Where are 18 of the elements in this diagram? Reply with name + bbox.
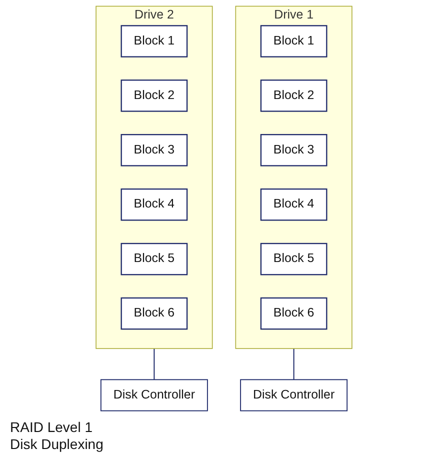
node-box: Block 6 [260, 297, 328, 330]
connector [154, 348, 155, 380]
node-box: Block 2 [120, 80, 188, 112]
connector [293, 348, 294, 380]
node-box: Block 1 [260, 25, 328, 58]
node-box: Block 5 [260, 242, 328, 276]
node-box: Block 2 [260, 80, 328, 112]
node-box: Block 6 [120, 297, 188, 330]
note-text: RAID Level 1 [10, 419, 94, 436]
node-box: Block 3 [260, 134, 328, 166]
node-box: Block 5 [120, 242, 188, 276]
node-box: Block 1 [120, 25, 188, 58]
node-box: Block 3 [120, 134, 188, 166]
node-box: Disk Controller [100, 379, 208, 412]
node-box: Block 4 [260, 188, 328, 221]
node-box: Disk Controller [240, 379, 348, 412]
node-box: Block 4 [120, 188, 188, 221]
note-text: Disk Duplexing [10, 436, 104, 453]
